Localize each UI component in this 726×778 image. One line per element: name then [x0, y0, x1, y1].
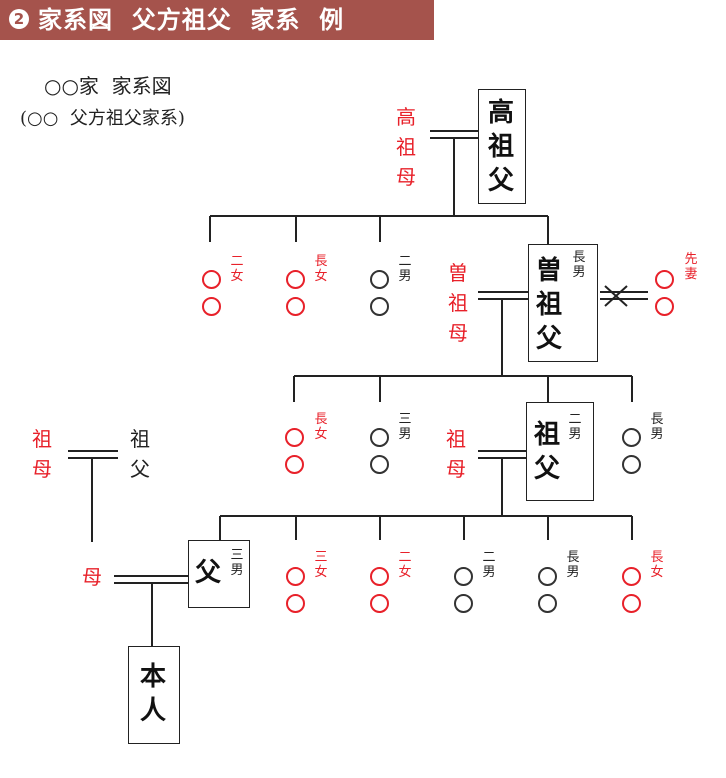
circle	[622, 594, 641, 613]
circle	[622, 428, 641, 447]
gen3-child-1-tag: 三女	[314, 550, 328, 580]
gen1-child-3-tag: 二男	[398, 254, 412, 284]
circle	[370, 270, 389, 289]
circle	[655, 270, 674, 289]
box-grandfather-label: 祖父	[530, 418, 564, 486]
box-great-great-grandfather-label: 高祖父	[484, 96, 518, 198]
char: 曽	[535, 256, 562, 286]
circle	[285, 455, 304, 474]
caption-line-2: (○○ 父方祖父家系)	[20, 108, 185, 129]
char: 父	[487, 166, 514, 196]
spouse-grandmother: 祖母	[446, 427, 466, 481]
char: 父	[533, 454, 560, 484]
gen3-child-2-tag: 二女	[398, 550, 412, 580]
section-title: 家系図 父方祖父 家系 例	[38, 6, 345, 34]
gen1-child-1-tag: 二女	[230, 254, 244, 284]
circle	[370, 567, 389, 586]
box-self	[128, 646, 180, 744]
circle	[202, 297, 221, 316]
gen2-child-1-tag: 長女	[314, 412, 328, 442]
box-great-great-grandfather	[478, 89, 526, 204]
box-father	[188, 540, 250, 608]
maternal-grandmother: 祖母	[32, 427, 52, 481]
circle	[622, 567, 641, 586]
char: 祖	[533, 420, 560, 450]
spouse-great-great-grandmother: 高祖母	[396, 105, 416, 189]
char: 人	[139, 696, 166, 726]
circle	[370, 455, 389, 474]
circle	[370, 428, 389, 447]
circle	[454, 567, 473, 586]
former-wife-label: 先妻	[684, 252, 698, 282]
char: 本	[139, 662, 166, 692]
circle	[370, 594, 389, 613]
circle	[370, 297, 389, 316]
circle	[538, 594, 557, 613]
char: 祖	[487, 132, 514, 162]
circle	[286, 297, 305, 316]
great-grandfather-tag: 長男	[572, 250, 586, 280]
caption-line-1: ○○家 家系図	[44, 74, 172, 98]
gen3-child-4-tag: 長男	[566, 550, 580, 580]
circle	[286, 270, 305, 289]
circle	[286, 594, 305, 613]
section-header: 2 家系図 父方祖父 家系 例	[0, 0, 434, 40]
gen3-child-3-tag: 二男	[482, 550, 496, 580]
gen2-child-2-tag: 三男	[398, 412, 412, 442]
spouse-mother: 母	[82, 565, 102, 589]
circle	[538, 567, 557, 586]
maternal-grandfather: 祖父	[130, 427, 150, 481]
father-tag: 三男	[230, 548, 244, 578]
gen1-child-2-tag: 長女	[314, 254, 328, 284]
gen2-child-3-tag: 長男	[650, 412, 664, 442]
box-father-label: 父	[194, 558, 221, 588]
box-grandfather	[526, 402, 594, 501]
circle	[202, 270, 221, 289]
box-great-grandfather-label: 曽祖父	[532, 254, 566, 356]
char: 祖	[535, 290, 562, 320]
box-self-label: 本人	[136, 660, 170, 728]
section-number-badge: 2	[9, 9, 29, 29]
char: 高	[487, 98, 514, 128]
circle	[285, 428, 304, 447]
circle	[454, 594, 473, 613]
circle	[286, 567, 305, 586]
circle	[622, 455, 641, 474]
circle	[655, 297, 674, 316]
spouse-great-grandmother: 曽祖母	[448, 261, 468, 345]
box-great-grandfather	[528, 244, 598, 362]
gen3-child-5-tag: 長女	[650, 550, 664, 580]
grandfather-tag: 二男	[568, 412, 582, 442]
char: 父	[535, 324, 562, 354]
